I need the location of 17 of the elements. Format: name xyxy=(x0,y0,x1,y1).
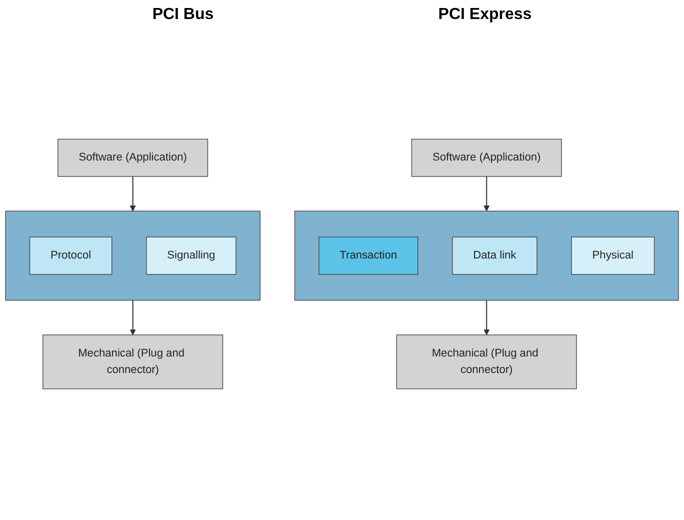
node-box: Software (Application) xyxy=(411,138,562,177)
arrow xyxy=(484,300,490,336)
cluster xyxy=(5,210,260,301)
node-box: Data link xyxy=(452,236,538,275)
node-box: Physical xyxy=(571,236,655,275)
node-box: Mechanical (Plug and connector) xyxy=(396,334,577,390)
node-box: Signalling xyxy=(146,236,236,275)
node-box: Mechanical (Plug and connector) xyxy=(42,334,224,390)
cluster xyxy=(294,210,679,301)
arrow xyxy=(484,176,490,212)
node-box: Protocol xyxy=(29,236,112,275)
arrow xyxy=(130,176,136,212)
column-heading: PCI Bus xyxy=(152,6,214,24)
arrow xyxy=(130,300,136,336)
node-box: Software (Application) xyxy=(58,138,208,177)
column-heading: PCI Express xyxy=(438,6,532,24)
node-box: Transaction xyxy=(318,236,418,275)
